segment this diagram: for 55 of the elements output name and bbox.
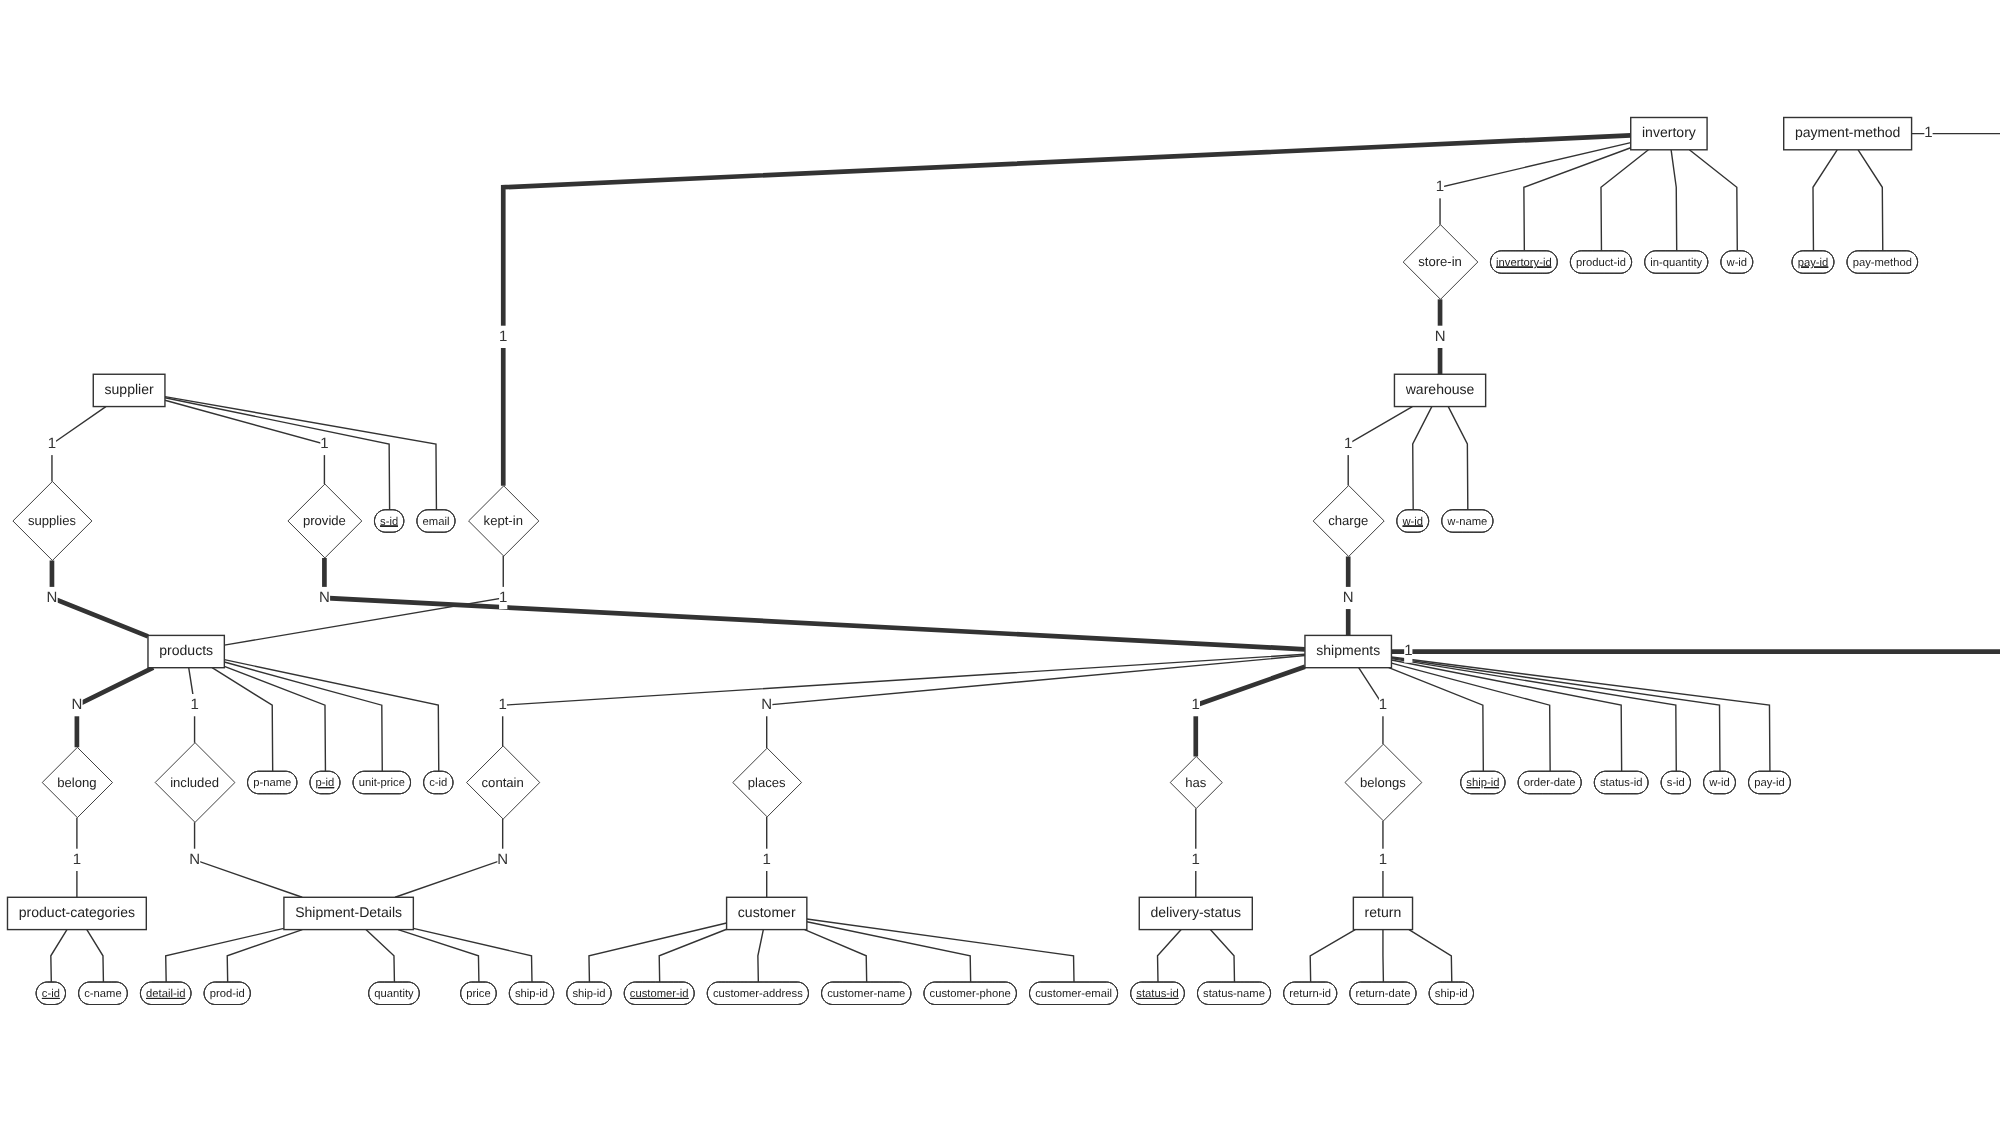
connector xyxy=(806,918,1075,984)
connector xyxy=(165,927,285,984)
connector xyxy=(412,927,533,984)
connector xyxy=(658,928,728,984)
connector xyxy=(1195,807,1197,898)
connector xyxy=(1412,405,1433,511)
connector xyxy=(1309,928,1356,984)
connector xyxy=(397,928,480,984)
connector xyxy=(164,397,391,511)
connector xyxy=(1391,649,2000,654)
connector xyxy=(757,928,765,984)
connector xyxy=(1688,149,1738,252)
connector xyxy=(1857,149,1884,252)
connector xyxy=(803,928,868,984)
connector xyxy=(1812,149,1838,252)
connector xyxy=(223,658,440,773)
connector xyxy=(74,665,155,748)
connector xyxy=(1209,928,1236,984)
connector xyxy=(322,557,1306,652)
connector xyxy=(1447,405,1469,511)
connector xyxy=(502,653,1306,747)
connector xyxy=(86,928,105,984)
connector xyxy=(1388,667,1485,773)
connector xyxy=(1382,928,1385,984)
connector xyxy=(164,399,326,485)
connector xyxy=(1156,928,1182,984)
connector xyxy=(211,667,274,773)
connector xyxy=(1193,664,1306,757)
connector xyxy=(1439,141,1632,226)
connector xyxy=(49,560,149,639)
connector xyxy=(1345,556,1351,636)
connector xyxy=(1357,667,1384,745)
connector xyxy=(766,654,1306,749)
connector xyxy=(223,665,327,773)
connector xyxy=(1670,149,1678,252)
connector xyxy=(223,555,504,646)
connector xyxy=(1523,147,1632,252)
connector xyxy=(394,818,504,898)
connector xyxy=(223,661,383,773)
connector xyxy=(1390,662,1551,773)
connector xyxy=(1910,132,2000,135)
connector xyxy=(50,928,68,984)
connector xyxy=(1347,405,1414,487)
connector xyxy=(1408,928,1453,984)
connector xyxy=(588,922,728,984)
connector xyxy=(1437,299,1443,375)
connector xyxy=(51,405,107,483)
connector xyxy=(1600,149,1650,252)
connector xyxy=(193,821,303,898)
connector xyxy=(500,133,1631,486)
connector xyxy=(806,921,972,984)
connector xyxy=(226,928,304,984)
connector xyxy=(365,928,396,984)
connector xyxy=(164,395,438,511)
connector xyxy=(1390,659,1623,773)
